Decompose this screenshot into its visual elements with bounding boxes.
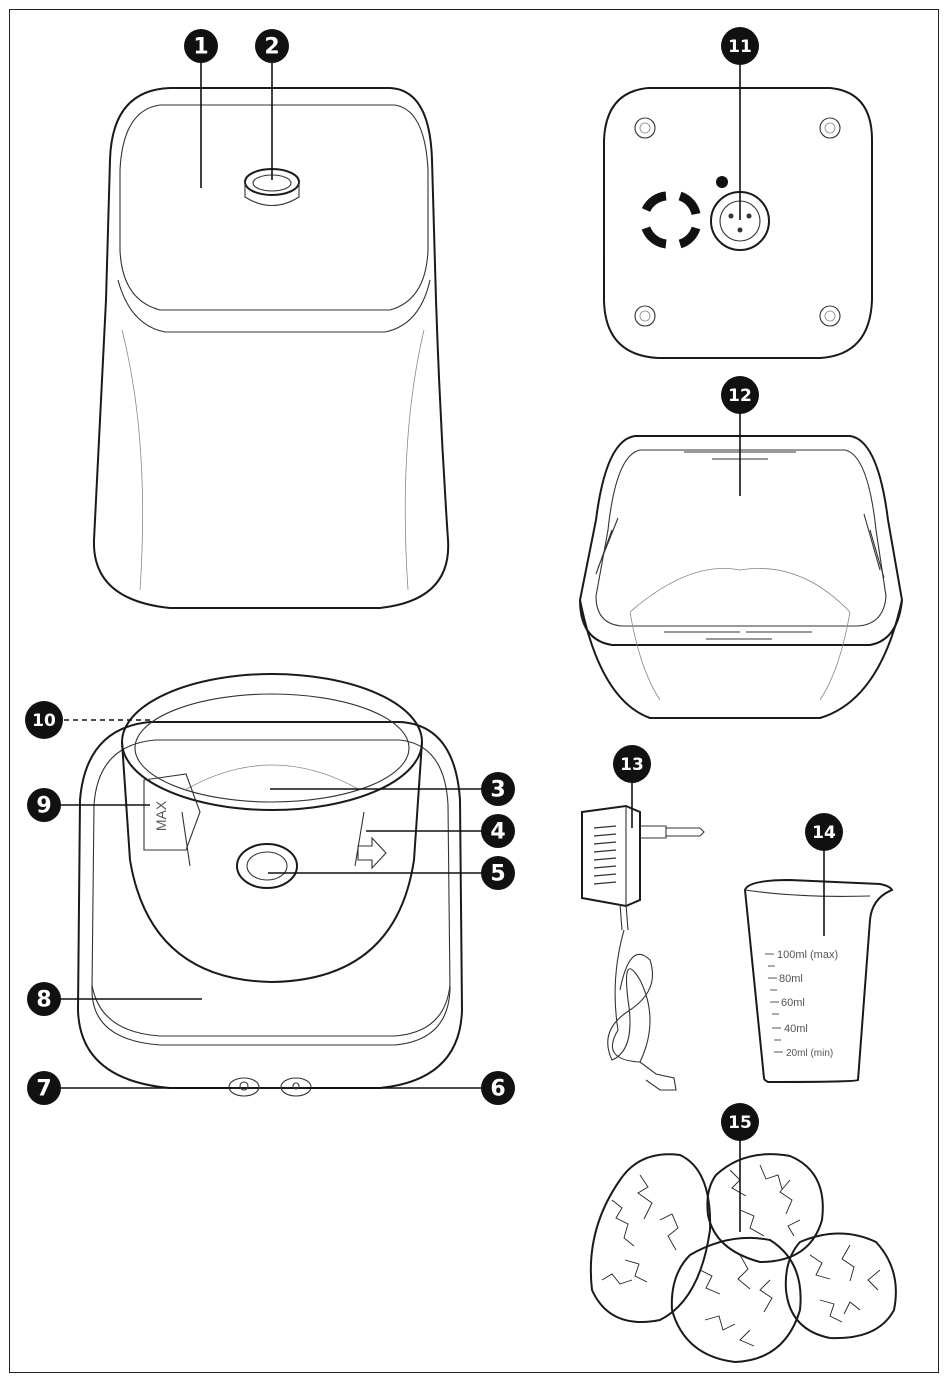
- callout-6: 6: [481, 1071, 515, 1105]
- callout-3: 3: [481, 772, 515, 806]
- callout-10: 10: [25, 701, 63, 739]
- callout-8: 8: [27, 982, 61, 1016]
- callout-14: 14: [805, 813, 843, 851]
- svg-text:3: 3: [490, 778, 505, 803]
- power-adapter-illustration: [582, 806, 704, 1090]
- cup-mark-20: 20ml (min): [786, 1048, 833, 1059]
- callout-12: 12: [721, 376, 759, 414]
- cup-mark-100: 100ml (max): [777, 949, 838, 961]
- svg-text:14: 14: [812, 823, 836, 843]
- tank-insert-illustration: [580, 436, 902, 718]
- cup-mark-80: 80ml: [779, 973, 803, 985]
- callout-9: 9: [27, 788, 61, 822]
- callout-11: 11: [721, 27, 759, 65]
- svg-text:13: 13: [620, 755, 644, 775]
- stones-illustration: [591, 1154, 896, 1362]
- callout-7: 7: [27, 1071, 61, 1105]
- svg-text:6: 6: [490, 1077, 505, 1102]
- leader-lines: [60, 62, 824, 1232]
- svg-text:2: 2: [264, 35, 279, 60]
- svg-text:7: 7: [36, 1077, 51, 1102]
- callout-15: 15: [721, 1103, 759, 1141]
- svg-text:10: 10: [32, 711, 56, 731]
- cup-mark-40: 40ml: [784, 1023, 808, 1035]
- svg-text:15: 15: [728, 1113, 752, 1133]
- measuring-cup-illustration: 100ml (max) 80ml 60ml 40ml 20ml (min): [745, 880, 892, 1082]
- callout-5: 5: [481, 856, 515, 890]
- callout-13: 13: [613, 745, 651, 783]
- max-label: MAX: [153, 800, 169, 831]
- svg-text:4: 4: [490, 820, 505, 845]
- callout-4: 4: [481, 814, 515, 848]
- cover-illustration: [94, 88, 448, 608]
- svg-text:11: 11: [728, 37, 752, 57]
- base-underside-illustration: [604, 88, 872, 358]
- cup-mark-60: 60ml: [781, 997, 805, 1009]
- svg-text:5: 5: [490, 862, 505, 887]
- base-unit-illustration: MAX: [78, 674, 462, 1096]
- svg-text:8: 8: [36, 988, 51, 1013]
- callout-2: 2: [255, 29, 289, 63]
- svg-text:12: 12: [728, 386, 752, 406]
- svg-text:9: 9: [36, 794, 51, 819]
- callout-1: 1: [184, 29, 218, 63]
- svg-text:1: 1: [193, 35, 208, 60]
